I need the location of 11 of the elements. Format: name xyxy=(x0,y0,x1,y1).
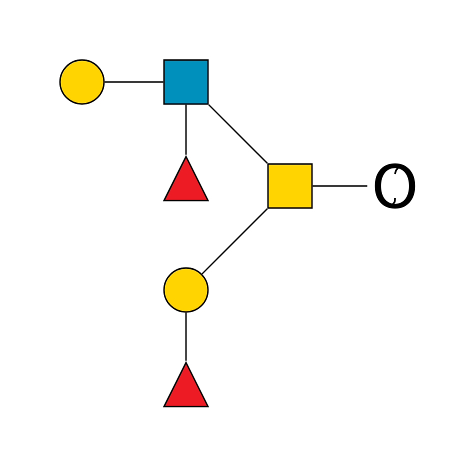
linkage-line xyxy=(208,104,268,164)
linkage-line xyxy=(312,185,368,187)
linkage-line xyxy=(202,208,268,274)
square-symbol xyxy=(267,163,313,209)
circle-symbol xyxy=(59,59,105,105)
circle-symbol xyxy=(163,267,209,313)
linkage-line xyxy=(185,312,187,361)
reducing-end-label: O xyxy=(374,163,416,209)
square-symbol xyxy=(163,59,209,105)
linkage-line xyxy=(104,81,164,83)
linkage-line xyxy=(185,104,187,155)
